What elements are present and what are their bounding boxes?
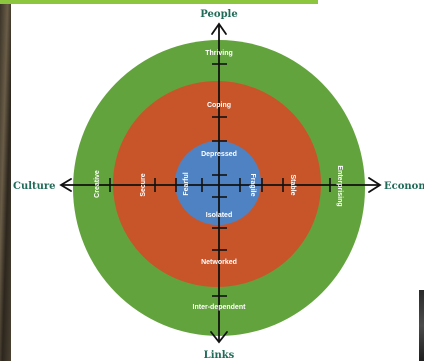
label-creative: Creative (94, 170, 101, 198)
top-accent-bar-gap (318, 0, 424, 6)
arrow-right-icon (368, 177, 382, 193)
label-stable: Stable (289, 174, 296, 195)
label-depressed: Depressed (201, 151, 237, 158)
label-fearful: Fearful (183, 172, 190, 195)
label-fragile: Fragile (249, 174, 256, 197)
right-photo-strip (419, 290, 424, 361)
label-inter-dependent: Inter-dependent (193, 304, 247, 311)
label-secure: Secure (140, 173, 147, 196)
label-networked: Networked (201, 259, 237, 266)
left-photo-strip (0, 4, 11, 361)
label-thriving: Thriving (205, 50, 233, 57)
inner-ring (175, 141, 261, 225)
arrow-up-icon (211, 22, 227, 35)
axis-label-people: People (200, 9, 237, 20)
label-isolated: Isolated (206, 212, 232, 219)
axis-label-economy: Economy (384, 181, 424, 192)
axes (59, 22, 382, 344)
label-enterprising: Enterprising (336, 165, 343, 206)
axis-label-culture: Culture (13, 181, 56, 192)
arrow-left-icon (59, 178, 72, 192)
axis-label-links: Links (204, 350, 235, 361)
label-coping: Coping (207, 102, 231, 109)
tick-marks (109, 63, 331, 297)
arrow-down-icon (210, 331, 228, 344)
top-accent-bar (0, 0, 424, 4)
